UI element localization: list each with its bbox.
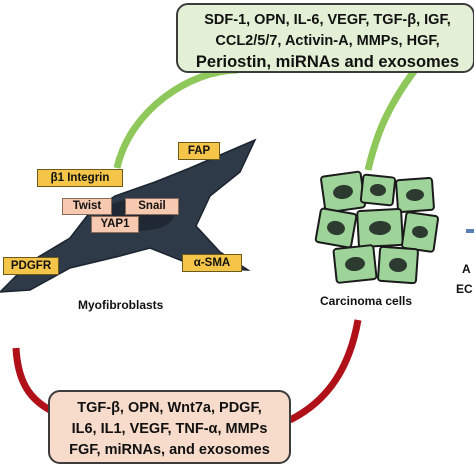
bottom-box-line-2: IL6, IL1, VEGF, TNF-α, MMPs bbox=[71, 421, 268, 437]
carcinoma-cell bbox=[401, 211, 439, 253]
carcinoma-cell bbox=[356, 208, 404, 248]
carcinoma-cells-cluster bbox=[314, 170, 439, 285]
carcinoma-cell bbox=[395, 176, 435, 214]
bottom-arc-arrow-right bbox=[288, 319, 362, 424]
top-arc-arrow-right bbox=[364, 67, 418, 171]
right-edge-text-2: EC bbox=[456, 282, 473, 296]
b1-integrin-marker: β1 Integrin bbox=[37, 169, 123, 187]
myofibroblasts-label: Myofibroblasts bbox=[78, 298, 164, 312]
carcinoma-cells-label: Carcinoma cells bbox=[320, 294, 413, 308]
yap1-factor: YAP1 bbox=[91, 216, 139, 233]
carcinoma-cell bbox=[359, 173, 397, 207]
top-box-line-1: SDF-1, OPN, IL-6, VEGF, TGF-β, IGF, bbox=[204, 12, 451, 28]
top-box-line-2: CCL2/5/7, Activin-A, MMPs, HGF, bbox=[215, 33, 440, 49]
caf-secreted-factors-box: TGF-β, OPN, Wnt7a, PDGF, IL6, IL1, VEGF,… bbox=[48, 390, 291, 464]
carcinoma-cell bbox=[320, 170, 366, 214]
a-sma-marker: α-SMA bbox=[182, 254, 242, 272]
fap-marker: FAP bbox=[178, 142, 220, 160]
snail-factor: Snail bbox=[125, 198, 179, 215]
pdgfr-marker: PDGFR bbox=[3, 257, 59, 275]
carcinoma-cell bbox=[314, 207, 358, 249]
bottom-box-line-3: FGF, miRNAs, and exosomes bbox=[69, 442, 270, 458]
carcinoma-cell bbox=[332, 244, 378, 284]
cancer-secreted-factors-box: SDF-1, OPN, IL-6, VEGF, TGF-β, IGF, CCL2… bbox=[176, 3, 474, 73]
top-box-line-3: Periostin, miRNAs and exosomes bbox=[195, 53, 460, 71]
bottom-box-line-1: TGF-β, OPN, Wnt7a, PDGF, bbox=[77, 400, 262, 416]
twist-factor: Twist bbox=[62, 198, 112, 215]
right-edge-text-1: A bbox=[462, 262, 471, 276]
bottom-arc-arrow-left bbox=[12, 347, 52, 414]
carcinoma-cell bbox=[377, 245, 419, 285]
